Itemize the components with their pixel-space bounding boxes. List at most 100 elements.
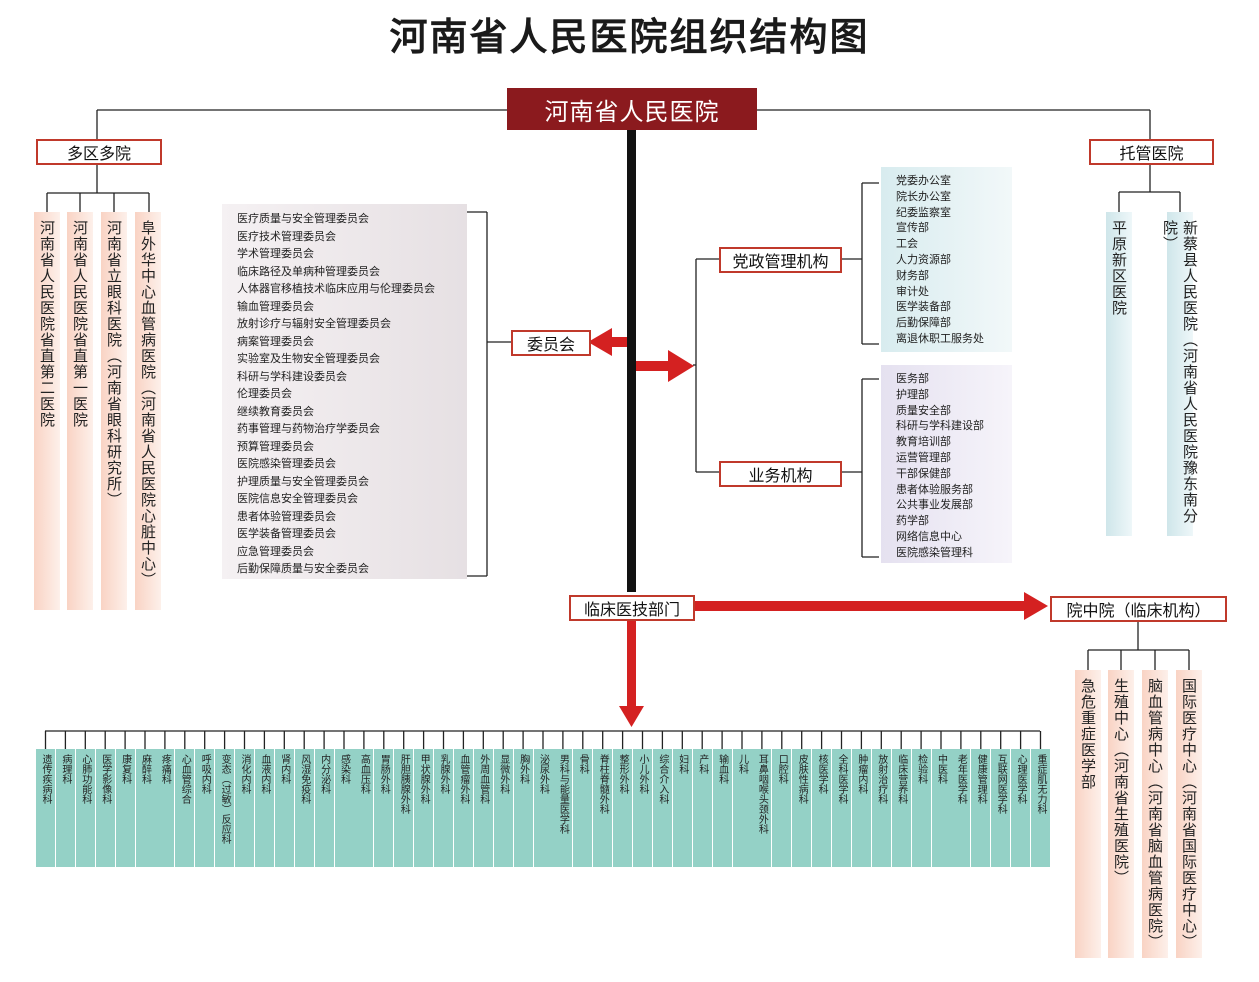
list-item: 医疗质量与安全管理委员会 [237, 212, 369, 225]
clinical-department: 疼痛科 [155, 749, 175, 867]
clinical-department: 核医学科 [812, 749, 832, 867]
list-item: 药事管理与药物治疗学委员会 [237, 422, 380, 435]
list-item: 运营管理部 [896, 450, 951, 464]
list-item: 医院信息安全管理委员会 [237, 492, 358, 505]
list-item: 院长办公室 [896, 189, 951, 203]
trusteeship-box: 托管医院 [1089, 139, 1214, 165]
list-item: 学术管理委员会 [237, 247, 314, 260]
party-admin-box: 党政管理机构 [719, 247, 842, 273]
list-item: 网络信息中心 [896, 529, 962, 543]
list-item: 审计处 [896, 284, 929, 298]
multi-district-item: 阜外华中心血管病医院（河南省人民医院心脏中心） [135, 212, 161, 610]
list-item: 实验室及生物安全管理委员会 [237, 352, 380, 365]
clinical-department: 重症肌无力科 [1031, 749, 1050, 867]
clinical-department: 互联网医学科 [991, 749, 1011, 867]
list-item: 医院感染管理科 [896, 545, 973, 559]
list-item: 药学部 [896, 514, 929, 528]
clinical-department: 检验科 [911, 749, 931, 867]
list-item: 预算管理委员会 [237, 439, 314, 453]
hospital-within-box: 院中院（临床机构） [1050, 596, 1227, 622]
clinical-department: 内分泌科 [314, 749, 334, 867]
list-item: 人力资源部 [896, 252, 951, 266]
clinical-department: 医学影像科 [95, 749, 115, 867]
list-item: 医学装备部 [896, 300, 951, 314]
list-item: 护理部 [896, 387, 929, 401]
list-item: 科研与学科建设部 [896, 419, 984, 433]
clinical-department: 乳腺外科 [434, 749, 453, 867]
hospital-within-item: 生殖中心（河南省生殖医院） [1108, 670, 1134, 958]
list-item: 财务部 [896, 268, 929, 282]
clinical-department: 胸外科 [513, 749, 533, 867]
committee-list: 医疗质量与安全管理委员会医疗技术管理委员会学术管理委员会临床路径及单病种管理委员… [222, 204, 467, 579]
list-item: 干部保健部 [896, 466, 951, 480]
clinical-department: 高血压科 [354, 749, 374, 867]
list-item: 离退休职工服务处 [896, 331, 984, 345]
clinical-department: 妇科 [672, 749, 692, 867]
party-admin-list: 党委办公室院长办公室纪委监察室宣传部工会人力资源部财务部审计处医学装备部后勤保障… [881, 167, 1012, 352]
clinical-department: 骨科 [573, 749, 593, 867]
clinical-department: 放射治疗科 [871, 749, 891, 867]
clinical-department: 中医科 [931, 749, 951, 867]
multi-district-item: 河南省立眼科医院（河南省眼科研究所） [101, 212, 127, 610]
trusteeship-item: 平原新区医院 [1106, 212, 1132, 536]
clinical-department: 全科医学科 [832, 749, 851, 867]
list-item: 患者体验服务部 [896, 482, 973, 496]
list-item: 后勤保障部 [896, 316, 951, 330]
clinical-department: 病理科 [55, 749, 75, 867]
list-item: 继续教育委员会 [237, 404, 314, 418]
clinical-department: 变态（过敏）反应科 [215, 749, 235, 867]
list-item: 教育培训部 [896, 435, 951, 449]
root-node: 河南省人民医院 [507, 88, 757, 130]
hospital-within-item: 脑血管病中心（河南省脑血管病医院） [1142, 670, 1168, 958]
clinical-department: 显微外科 [493, 749, 513, 867]
clinical-department: 血管瘤外科 [453, 749, 473, 867]
multi-district-box: 多区多院 [36, 139, 162, 165]
clinical-department: 呼吸内科 [195, 749, 215, 867]
list-item: 伦理委员会 [237, 387, 292, 400]
list-item: 公共事业发展部 [896, 498, 973, 512]
list-item: 人体器官移植技术临床应用与伦理委员会 [237, 282, 435, 295]
clinical-department: 小儿外科 [633, 749, 652, 867]
clinical-department: 感染科 [334, 749, 354, 867]
clinical-department: 心肺功能科 [75, 749, 95, 867]
clinical-department: 麻醉科 [135, 749, 155, 867]
hospital-within-item: 急危重症医学部 [1075, 670, 1101, 958]
clinical-department: 甲状腺外科 [414, 749, 434, 867]
clinical-department: 消化内科 [235, 749, 254, 867]
clinical-department: 遗传疾病科 [36, 749, 55, 867]
list-item: 医院感染管理委员会 [237, 457, 336, 470]
page-title: 河南省人民医院组织结构图 [389, 15, 870, 59]
list-item: 质量安全部 [896, 403, 951, 417]
clinical-department: 肝胆胰腺外科 [394, 749, 414, 867]
business-box: 业务机构 [719, 461, 842, 487]
clinical-department: 耳鼻咽喉头颈外科 [752, 749, 772, 867]
list-item: 病案管理委员会 [237, 334, 314, 348]
clinical-department: 男科与能量医学科 [553, 749, 573, 867]
clinical-department: 老年医学科 [951, 749, 971, 867]
clinical-department: 心理医学科 [1011, 749, 1031, 867]
list-item: 放射诊疗与辐射安全管理委员会 [237, 317, 391, 330]
list-item: 护理质量与安全管理委员会 [237, 474, 369, 488]
clinical-department: 皮肤性病科 [792, 749, 812, 867]
clinical-department: 健康管理科 [971, 749, 991, 867]
clinical-department: 风湿免疫科 [294, 749, 314, 867]
trusteeship-item: 新蔡县人民医院（河南省人民医院豫东南分院） [1161, 212, 1199, 536]
committee-box: 委员会 [511, 330, 591, 356]
clinical-department: 外周血管科 [473, 749, 493, 867]
clinical-department: 临床营养科 [891, 749, 911, 867]
clinical-department: 心血管综合 [175, 749, 195, 867]
list-item: 宣传部 [896, 221, 929, 235]
list-item: 输血管理委员会 [237, 299, 314, 313]
list-item: 患者体验管理委员会 [237, 509, 336, 523]
clinical-department: 综合介入科 [652, 749, 672, 867]
list-item: 应急管理委员会 [237, 544, 314, 558]
multi-district-item: 河南省人民医院省直第二医院 [34, 212, 60, 610]
clinical-department: 泌尿外科 [533, 749, 553, 867]
list-item: 科研与学科建设委员会 [237, 369, 347, 383]
hospital-within-item: 国际医疗中心（河南省国际医疗中心） [1176, 670, 1202, 958]
list-item: 临床路径及单病种管理委员会 [237, 264, 380, 278]
clinical-department: 脊柱脊髓外科 [593, 749, 613, 867]
list-item: 医学装备管理委员会 [237, 527, 336, 540]
clinical-department: 口腔科 [772, 749, 792, 867]
